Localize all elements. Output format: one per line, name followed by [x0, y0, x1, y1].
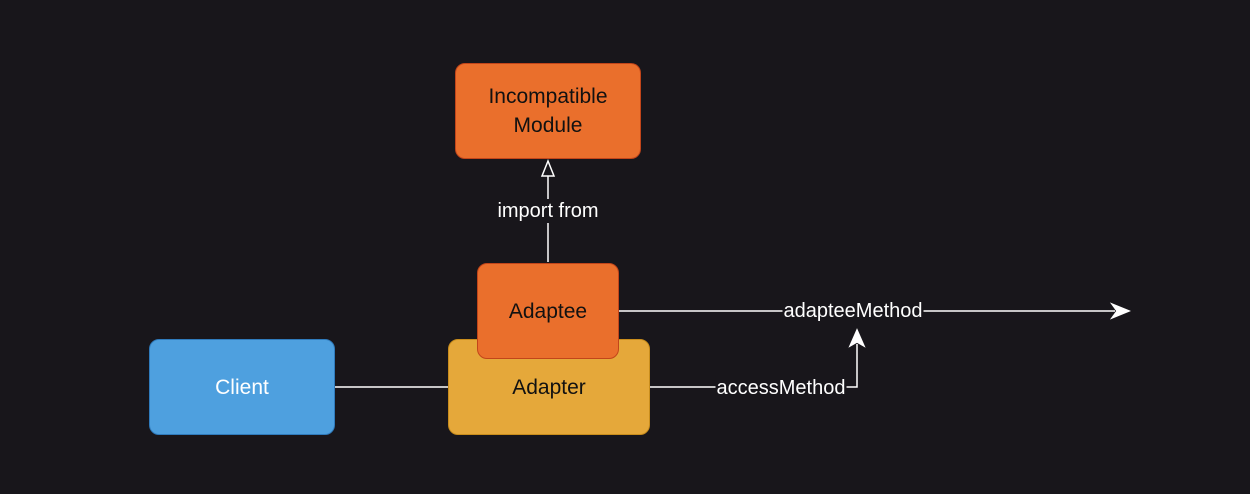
- adaptee-node[interactable]: Adaptee: [477, 263, 619, 359]
- edge-label-access-method: accessMethod: [715, 376, 847, 400]
- edge-import-from-arrowhead: [540, 158, 556, 177]
- edge-adaptee-method-arrowhead: [1109, 302, 1131, 320]
- edge-label-import-from: import from: [496, 199, 600, 223]
- incompatible-module-node[interactable]: Incompatible Module: [455, 63, 641, 159]
- edge-access-method-arrowhead: [848, 328, 866, 348]
- client-node[interactable]: Client: [149, 339, 335, 435]
- edge-label-adaptee-method: adapteeMethod: [782, 299, 924, 323]
